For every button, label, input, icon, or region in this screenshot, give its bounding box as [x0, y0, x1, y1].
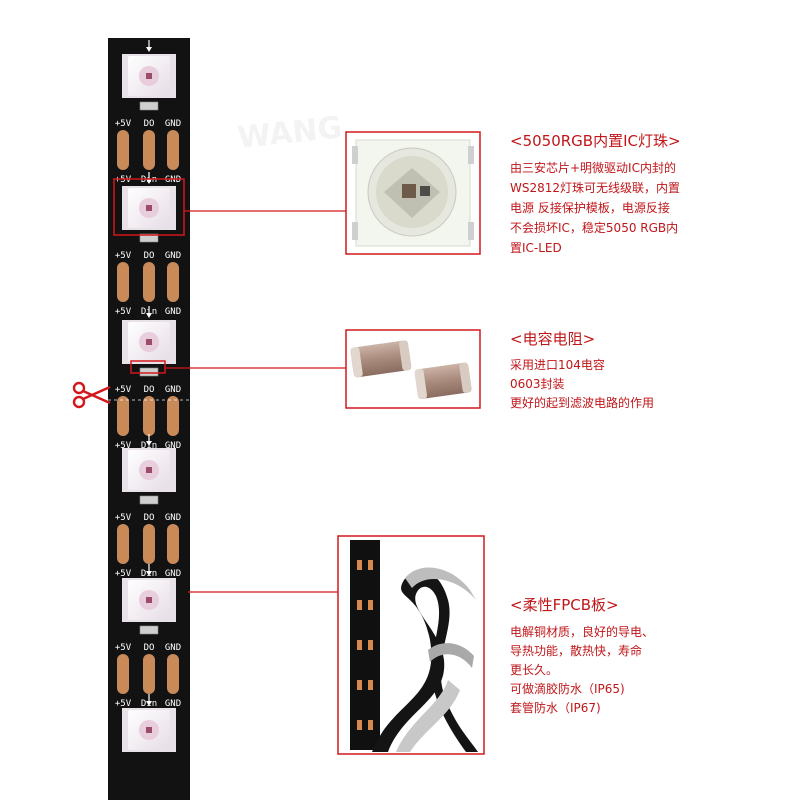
- solder-pad: [143, 262, 155, 302]
- pin-label-top: +5V: [115, 643, 132, 653]
- solder-pad: [143, 654, 155, 694]
- solder-pad: [167, 396, 179, 436]
- direction-arrow-head: [146, 179, 152, 184]
- solder-pad: [167, 130, 179, 170]
- solder-pad: [167, 262, 179, 302]
- fpcb-detail-box: [337, 535, 485, 755]
- pin-label-top: GND: [165, 119, 181, 129]
- callout-line: 可做滴胶防水（IP65): [510, 681, 625, 696]
- pin-label-top: +5V: [115, 251, 132, 261]
- capacitor: [139, 625, 159, 635]
- direction-arrow-head: [146, 701, 152, 706]
- pin-label-bottom: GND: [165, 699, 181, 709]
- pin-label-bottom: +5V: [115, 441, 132, 451]
- callout-line: 套管防水（IP67): [510, 700, 601, 715]
- direction-arrow-head: [146, 313, 152, 318]
- callout-line: 更长久。: [510, 663, 558, 677]
- solder-pad: [167, 524, 179, 564]
- capacitor-highlight-box: [130, 360, 166, 374]
- solder-pad: [143, 524, 155, 564]
- callout-line: 不会损坏IC，稳定5050 RGB内: [510, 220, 678, 235]
- callout-line: 更好的起到滤波电路的作用: [510, 395, 654, 410]
- callout-line: 电源 反接保护模板，电源反接: [510, 200, 670, 215]
- pin-label-top: GND: [165, 513, 181, 523]
- direction-arrow-head: [146, 47, 152, 52]
- capacitor-detail-box: [345, 329, 481, 409]
- pin-label-top: +5V: [115, 119, 132, 129]
- callout-line: 由三安芯片+明微驱动IC内封的: [510, 160, 676, 175]
- scissors-icon: [72, 381, 111, 409]
- callout-line: 置IC-LED: [510, 241, 562, 255]
- callout-led: <5050RGB内置IC灯珠> 由三安芯片+明微驱动IC内封的 WS2812灯珠…: [510, 132, 681, 255]
- pin-label-bottom: GND: [165, 569, 181, 579]
- led-die: [146, 73, 152, 79]
- pin-label-bottom: GND: [165, 441, 181, 451]
- pin-label-bottom: +5V: [115, 175, 132, 185]
- led-die: [146, 339, 152, 345]
- pin-label-top: GND: [165, 251, 181, 261]
- direction-arrow-head: [146, 441, 152, 446]
- pin-label-bottom: GND: [165, 307, 181, 317]
- callout-title: <5050RGB内置IC灯珠>: [510, 132, 681, 150]
- pin-label-top: DO: [144, 251, 155, 261]
- led-detail-box: [345, 131, 481, 255]
- callout-capacitor: <电容电阻> 采用进口104电容 0603封装 更好的起到滤波电路的作用: [510, 330, 654, 410]
- callout-fpcb: <柔性FPCB板> 电解铜材质，良好的导电、 导热功能，散热快，寿命 更长久。 …: [510, 596, 654, 715]
- capacitor: [139, 367, 159, 377]
- pin-label-bottom: GND: [165, 175, 181, 185]
- callout-line: 电解铜材质，良好的导电、: [510, 624, 654, 639]
- pin-label-top: DO: [144, 119, 155, 129]
- pin-label-bottom: +5V: [115, 699, 132, 709]
- led-highlight-box: [113, 178, 185, 236]
- pin-label-top: DO: [144, 643, 155, 653]
- solder-pad: [117, 524, 129, 564]
- callout-title: <电容电阻>: [510, 330, 595, 348]
- callout-line: WS2812灯珠可无线级联，内置: [510, 181, 680, 195]
- solder-pad: [117, 130, 129, 170]
- pin-label-top: DO: [144, 513, 155, 523]
- led-die: [146, 727, 152, 733]
- capacitor: [139, 495, 159, 505]
- led-die: [146, 467, 152, 473]
- capacitor: [139, 233, 159, 243]
- led-die: [146, 597, 152, 603]
- pin-label-top: DO: [144, 385, 155, 395]
- callout-title: <柔性FPCB板>: [510, 596, 619, 614]
- pin-label-top: GND: [165, 385, 181, 395]
- direction-arrow-head: [146, 571, 152, 576]
- solder-pad: [117, 654, 129, 694]
- solder-pad: [143, 130, 155, 170]
- pin-label-bottom: +5V: [115, 307, 132, 317]
- solder-pad: [117, 262, 129, 302]
- pin-label-bottom: +5V: [115, 569, 132, 579]
- capacitor: [139, 101, 159, 111]
- led-die: [146, 205, 152, 211]
- callout-line: 采用进口104电容: [510, 357, 605, 372]
- solder-pad: [117, 396, 129, 436]
- led-strip: WANG +5V+5VDODinGNDGND+5V+5VDODinGNDGND+…: [108, 38, 344, 800]
- solder-pad: [167, 654, 179, 694]
- callout-line: 导热功能，散热快，寿命: [510, 643, 642, 658]
- pin-label-top: +5V: [115, 385, 132, 395]
- pin-label-top: GND: [165, 643, 181, 653]
- solder-pad: [143, 396, 155, 436]
- watermark: WANG: [236, 110, 344, 156]
- pin-label-top: +5V: [115, 513, 132, 523]
- callout-line: 0603封装: [510, 377, 565, 391]
